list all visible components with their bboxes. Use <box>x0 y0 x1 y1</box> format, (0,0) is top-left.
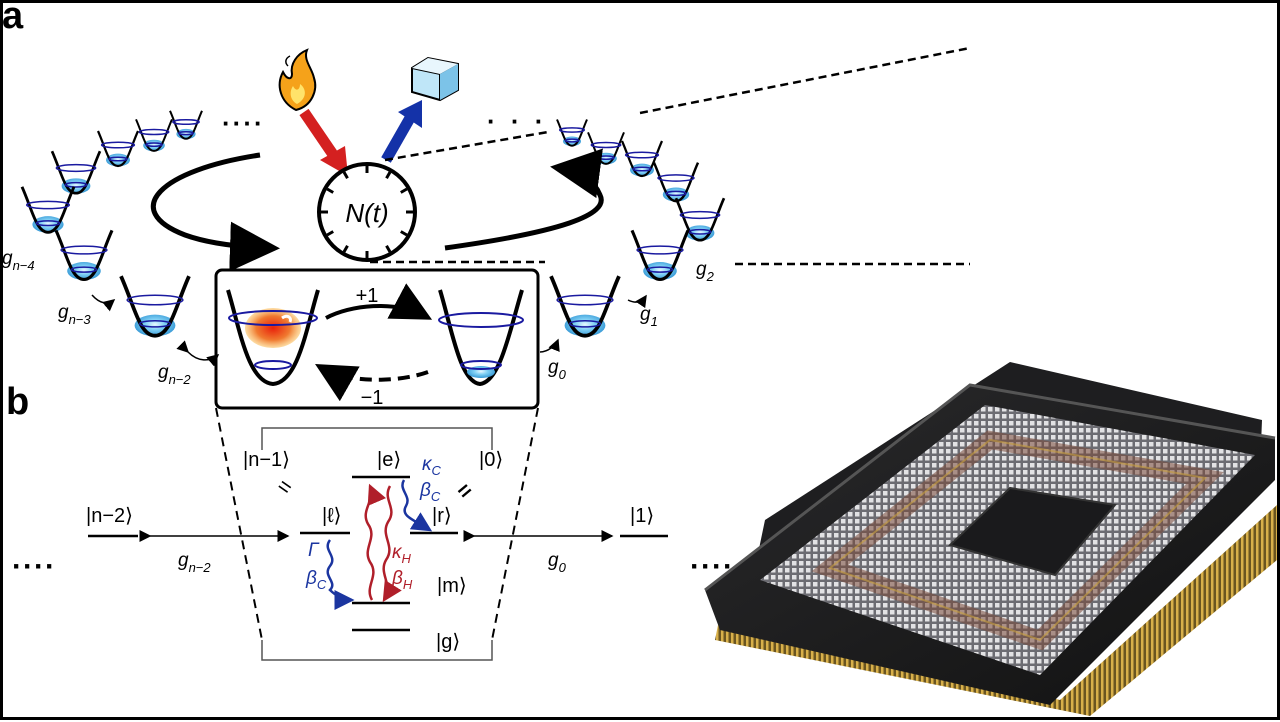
hot-bath-transition-down <box>382 485 402 603</box>
coupling-arrow-g0 <box>539 338 560 353</box>
coupling-arrow-g1 <box>627 294 647 309</box>
potential-well <box>50 150 102 195</box>
clock-tick <box>342 171 349 179</box>
plus-one-label: +1 <box>356 285 379 307</box>
coupling-g1: g1 <box>640 304 658 329</box>
clock-tick <box>400 230 408 237</box>
coupling-arrow-gn3 <box>91 294 116 312</box>
potential-well <box>169 110 203 140</box>
funnel-line-left <box>215 407 263 641</box>
plus-one-arrow <box>325 283 433 320</box>
potential-well <box>20 186 76 234</box>
cold-arrow <box>381 100 422 163</box>
rate-kappa-h: κH <box>392 542 412 566</box>
clock-tick <box>400 187 408 194</box>
level-n-minus-1-label: |n−1⟩ <box>243 449 290 471</box>
panel-b-label: b <box>6 381 29 423</box>
coupling-g-n2: gn−2 <box>158 362 191 387</box>
level-n-minus-2-label: |n−2⟩ <box>86 505 133 527</box>
clock-tick <box>326 230 334 237</box>
coupling-g-n4: gn−4 <box>3 248 35 273</box>
zoom-line-top <box>639 46 971 115</box>
processor-chip-image <box>704 362 1277 716</box>
level-1-label: |1⟩ <box>630 505 654 527</box>
clock-label: N(t) <box>345 198 388 228</box>
flame-icon <box>278 48 317 112</box>
inset-well-cold <box>438 289 524 387</box>
well-ring <box>20 110 726 338</box>
potential-well <box>556 119 588 147</box>
panel-a-label: a <box>3 3 24 37</box>
clock-icon: N(t) <box>317 162 417 262</box>
inset-well-hot <box>226 289 320 387</box>
level-r-label: |r⟩ <box>432 505 452 527</box>
clock-tick <box>342 245 349 253</box>
potential-well <box>549 275 621 338</box>
coupling-g-n3: gn−3 <box>58 302 91 327</box>
level-g-label: |g⟩ <box>436 631 460 653</box>
clock-tick <box>385 245 392 253</box>
potential-well <box>620 140 664 178</box>
minus-one-arrow <box>315 364 429 402</box>
rate-beta-h: βH <box>391 568 413 592</box>
potential-well <box>587 131 625 165</box>
level-ell-label: |ℓ⟩ <box>322 505 341 527</box>
rate-beta-c-left: βC <box>305 568 327 592</box>
minus-one-label: −1 <box>361 387 384 409</box>
cold-bath-transition-r <box>401 479 433 532</box>
chain-ellipsis-left: ···· <box>12 550 56 583</box>
potential-well <box>135 118 173 152</box>
bracket-bottom <box>261 640 493 661</box>
potential-well <box>119 275 191 338</box>
inset-box <box>214 268 540 410</box>
coupling-g2: g2 <box>696 259 715 284</box>
rate-gamma: Γ <box>308 540 320 561</box>
coupling-arrow-gn2 <box>176 340 220 367</box>
clock-tick <box>385 171 392 179</box>
equals-right: = <box>452 477 478 504</box>
cold-bath-transition-ell <box>326 539 355 610</box>
level-e-label: |e⟩ <box>377 449 401 471</box>
cycle-arrow-right <box>444 148 604 251</box>
clock-tick <box>326 187 334 194</box>
level-0-label: |0⟩ <box>479 449 503 471</box>
coupling-g0: g0 <box>548 357 567 382</box>
funnel-line-right <box>491 407 539 641</box>
coupling-b-g-n2: gn−2 <box>178 550 211 575</box>
potential-well <box>652 162 700 203</box>
cycle-arrow-left <box>150 152 280 272</box>
rate-kappa-c: κC <box>422 454 442 478</box>
ring-ellipsis-left: ···· <box>222 108 265 138</box>
rate-beta-c-top: βC <box>419 480 441 504</box>
potential-well <box>630 229 690 281</box>
potential-well <box>674 197 726 242</box>
potential-well <box>96 130 140 168</box>
ice-cube-icon <box>411 56 459 102</box>
zoom-line-clock <box>384 130 549 162</box>
level-m-label: |m⟩ <box>437 575 467 597</box>
hot-bath-transition-up <box>364 483 387 601</box>
potential-well <box>54 229 114 281</box>
hot-arrow <box>299 108 348 176</box>
equals-left: = <box>273 473 298 501</box>
coupling-b-g0: g0 <box>548 550 567 575</box>
bracket-top <box>261 427 493 450</box>
ring-ellipsis-right: · · · <box>487 106 547 136</box>
